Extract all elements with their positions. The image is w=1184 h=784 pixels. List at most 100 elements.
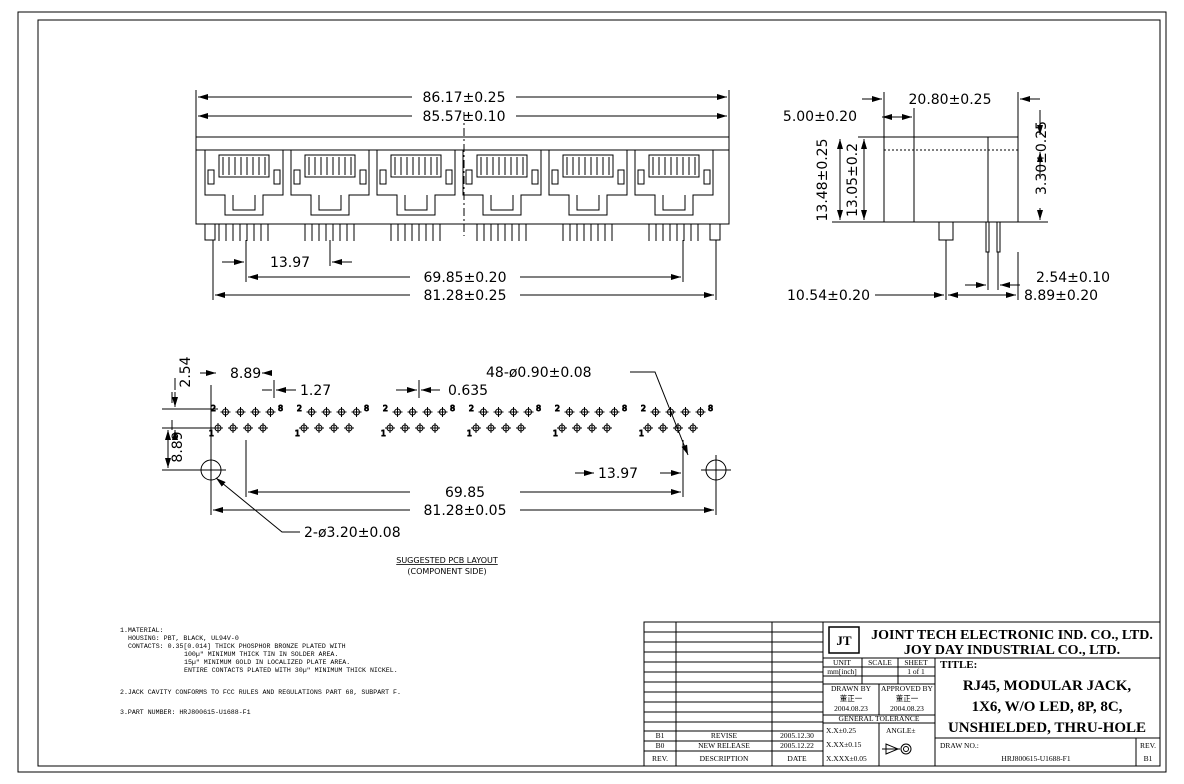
dim-side-body-height: 13.05±0.2 [845, 143, 861, 217]
pin-label-1: 1 [467, 429, 472, 438]
approved-by-label: APPROVED BY [881, 684, 933, 693]
rj45-port [634, 149, 714, 216]
dim-side-pin-pitch: 2.54±0.10 [1036, 270, 1110, 286]
rj45-port [290, 149, 370, 216]
pin-label-1: 1 [295, 429, 300, 438]
dim-pcb-mount-hole-callout: 2-ø3.20±0.08 [304, 525, 401, 541]
revision-table: B1 REVISE 2005.12.30 B0 NEW RELEASE 2005… [652, 731, 814, 763]
pin-label-2: 2 [297, 404, 302, 413]
rev-row-rev: B1 [656, 731, 665, 740]
pin-label-2: 2 [383, 404, 388, 413]
outer-border [17, 11, 1167, 773]
sheet-value: 1 of 1 [907, 667, 925, 676]
jack-body-outline [195, 136, 730, 225]
rev-row-desc: REVISE [711, 731, 738, 740]
mount-post-right [709, 223, 721, 241]
dim-pcb-hole-span: 81.28±0.05 [424, 503, 507, 519]
front-view [195, 90, 730, 300]
pcb-pin-group: 2 8 1 [552, 404, 627, 439]
pin-label-1: 1 [553, 429, 558, 438]
note-nickel: ENTIRE CONTACTS PLATED WITH 30µ" MINIMUM… [184, 667, 398, 674]
dim-side-pin-offset: 8.89±0.20 [1024, 288, 1098, 304]
mount-post-left [204, 223, 216, 241]
dim-pin-span-front: 81.28±0.25 [424, 288, 507, 304]
draw-no-label: DRAW NO.: [940, 741, 979, 750]
drawn-by-label: DRAWN BY [831, 684, 872, 693]
dim-post-span-front: 69.85±0.20 [424, 270, 507, 286]
tolerance-3: X.XXX±0.05 [826, 754, 867, 763]
dim-pcb-pin-offset: 0.635 [448, 383, 488, 399]
unit-value: mm[inch] [827, 667, 857, 676]
note-part-number: 3.PART NUMBER: HRJ800615-U1688-F1 [120, 709, 251, 716]
company-name-en2: JOY DAY INDUSTRIAL CO., LTD. [904, 643, 1120, 658]
dim-pcb-row-spacing: 8.89 [170, 431, 186, 462]
title-block [643, 621, 1161, 767]
tolerance-2: X.XX±0.15 [826, 740, 862, 749]
tolerance-1: X.X±0.25 [826, 726, 856, 735]
date-header: DATE [787, 754, 807, 763]
pin-label-8: 8 [622, 404, 627, 413]
dim-port-pitch-front: 13.97 [270, 255, 310, 271]
pcb-pin-group: 2 8 1 [294, 404, 369, 439]
draw-no: HRJ800615-U1688-F1 [1001, 754, 1070, 763]
drawn-by-name: 董正一 [840, 693, 863, 703]
company-name-en: JOINT TECH ELECTRONIC IND. CO., LTD. [871, 628, 1153, 643]
inner-border [37, 19, 1161, 767]
angle-label: ANGLE± [886, 726, 916, 735]
dim-body-width: 85.57±0.10 [423, 109, 506, 125]
pin-label-2: 2 [641, 404, 646, 413]
title-line-1: RJ45, MODULAR JACK, [963, 678, 1132, 694]
dim-side-depth: 20.80±0.25 [909, 92, 992, 108]
rj45-port [376, 149, 456, 216]
pin-label-2: 2 [555, 404, 560, 413]
note-tin: 100µ" MINIMUM THICK TIN IN SOLDER AREA. [184, 651, 338, 658]
rj45-port [548, 149, 628, 216]
dim-pcb-post-span: 69.85 [445, 485, 485, 501]
note-gold: 15µ" MINIMUM GOLD IN LOCALIZED PLATE ARE… [184, 659, 350, 666]
rev-row-desc: NEW RELEASE [698, 741, 750, 750]
pin-label-2: 2 [469, 404, 474, 413]
rev-row-date: 2005.12.22 [780, 741, 814, 750]
pcb-pin-group: 2 8 1 [638, 404, 713, 439]
title-line-3: UNSHIELDED, THRU-HOLE [948, 720, 1146, 736]
sheet-label: SHEET [904, 658, 928, 667]
title-line-2: 1X6, W/O LED, 8P, 8C, [972, 699, 1123, 715]
pin-label-8: 8 [278, 404, 283, 413]
tolerance-label: GENERAL TOLERANCE [839, 714, 920, 723]
dim-side-top-height: 3.30±0.25 [1034, 121, 1050, 195]
title-label: TITLE: [940, 659, 977, 671]
pin-label-8: 8 [536, 404, 541, 413]
unit-label: UNIT [833, 658, 851, 667]
dim-side-front-offset: 5.00±0.20 [783, 109, 857, 125]
notes-block: 1.MATERIAL: HOUSING: PBT, BLACK, UL94V-0… [120, 627, 401, 716]
rev-value: B1 [1144, 754, 1153, 763]
pcb-pin-group: 2 8 1 [466, 404, 541, 439]
dim-pcb-group-width: 8.89 [230, 366, 261, 382]
note-material-heading: 1.MATERIAL: [120, 627, 164, 634]
note-jack-cavity: 2.JACK CAVITY CONFORMS TO FCC RULES AND … [120, 689, 401, 696]
company-logo [828, 626, 860, 654]
side-view [832, 92, 1048, 300]
approved-by-name: 董正一 [896, 693, 919, 703]
dim-overall-width: 86.17±0.25 [423, 90, 506, 106]
dim-pcb-pin-pitch: 1.27 [300, 383, 331, 399]
logo-mark: JT [836, 633, 852, 648]
pin-label-1: 1 [381, 429, 386, 438]
scale-label: SCALE [868, 658, 892, 667]
dim-pcb-hole-callout: 48-ø0.90±0.08 [486, 365, 592, 381]
pin-label-8: 8 [708, 404, 713, 413]
pin-label-8: 8 [450, 404, 455, 413]
pcb-pin-group: 2 8 1 [380, 404, 455, 439]
rev-row-date: 2005.12.30 [780, 731, 814, 740]
desc-header: DESCRIPTION [700, 754, 749, 763]
note-contacts: CONTACTS: 0.35[0.014] THICK PHOSPHOR BRO… [128, 643, 346, 650]
pin-label-8: 8 [364, 404, 369, 413]
approved-date: 2004.08.23 [890, 704, 924, 713]
note-housing: HOUSING: PBT, BLACK, UL94V-0 [128, 635, 239, 642]
rj45-port [462, 149, 542, 216]
pcb-caption-title: SUGGESTED PCB LAYOUT [396, 556, 498, 565]
pin-label-1: 1 [639, 429, 644, 438]
